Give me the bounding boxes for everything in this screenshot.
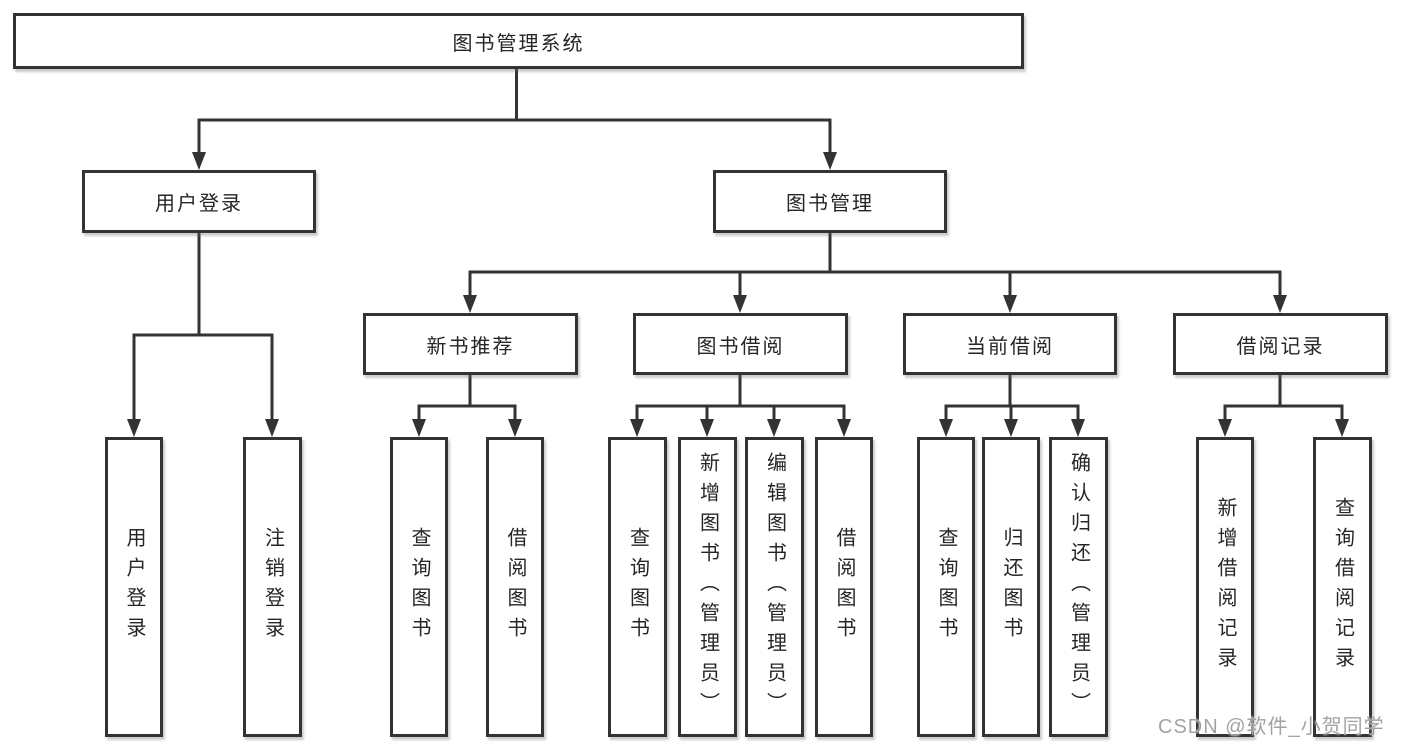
- node-label: 借阅图书: [504, 527, 526, 647]
- leaf-borrow-books: 借阅图书: [815, 437, 873, 737]
- connector-records-to-leaves: [1223, 375, 1344, 423]
- arrowhead-icon: [733, 295, 747, 313]
- node-user-login: 用户登录: [82, 170, 316, 233]
- leaf-query-books-recommend: 查询图书: [390, 437, 448, 737]
- arrowhead-icon: [1003, 295, 1017, 313]
- leaf-logout: 注销登录: [243, 437, 302, 737]
- node-label: 图书管理: [786, 193, 874, 215]
- node-label: 新书推荐: [426, 335, 515, 358]
- node-label: 新增图书（管理员）: [696, 452, 719, 722]
- node-label: 确认归还（管理员）: [1067, 452, 1090, 722]
- arrowhead-icon: [1218, 419, 1232, 437]
- leaf-query-books-current: 查询图书: [917, 437, 975, 737]
- arrowhead-icon: [939, 419, 953, 437]
- csdn-watermark: CSDN @软件_小贺同学: [1158, 716, 1385, 738]
- leaf-confirm-return-admin: 确认归还（管理员）: [1049, 437, 1108, 737]
- leaf-add-borrow-record: 新增借阅记录: [1196, 437, 1254, 737]
- node-label: 图书管理系统: [452, 32, 585, 55]
- connector-newbook-to-leaves: [417, 375, 517, 423]
- node-new-book-recommend: 新书推荐: [363, 313, 578, 375]
- connector-current-to-leaves: [944, 375, 1080, 423]
- arrowhead-icon: [508, 419, 522, 437]
- leaf-borrow-books-recommend: 借阅图书: [486, 437, 544, 737]
- connector-root-to-level2: [197, 69, 832, 156]
- arrowhead-icon: [1335, 419, 1349, 437]
- arrowhead-icon: [700, 419, 714, 437]
- node-borrowing-records: 借阅记录: [1173, 313, 1388, 375]
- arrowhead-icon: [823, 152, 837, 170]
- node-label: 借阅图书: [833, 527, 855, 647]
- arrowhead-icon: [192, 152, 206, 170]
- arrowhead-icon: [127, 419, 141, 437]
- arrowhead-icon: [265, 419, 279, 437]
- node-label: 查询图书: [935, 527, 957, 647]
- arrowhead-icon: [630, 419, 644, 437]
- leaf-edit-books-admin: 编辑图书（管理员）: [745, 437, 804, 737]
- node-label: 查询图书: [626, 527, 649, 647]
- node-label: 用户登录: [155, 193, 243, 215]
- connector-bookmgmt-to-level3: [468, 233, 1282, 299]
- leaf-query-borrow-record: 查询借阅记录: [1313, 437, 1372, 737]
- arrowhead-icon: [1004, 419, 1018, 437]
- node-label: 查询图书: [408, 527, 430, 647]
- arrowhead-icon: [837, 419, 851, 437]
- node-label: 借阅记录: [1236, 335, 1325, 358]
- node-label: 用户登录: [123, 527, 145, 647]
- leaf-return-books: 归还图书: [982, 437, 1040, 737]
- node-book-management: 图书管理: [713, 170, 947, 233]
- connector-userlogin-to-leaves: [132, 233, 274, 425]
- node-label: 注销登录: [261, 527, 284, 647]
- node-current-borrowing: 当前借阅: [903, 313, 1117, 375]
- arrowhead-icon: [412, 419, 426, 437]
- node-book-borrowing: 图书借阅: [633, 313, 848, 375]
- connector-borrowing-to-leaves: [635, 375, 846, 423]
- node-label: 编辑图书（管理员）: [763, 452, 786, 722]
- node-label: 新增借阅记录: [1214, 497, 1236, 677]
- node-label: 图书借阅: [696, 335, 785, 358]
- arrowhead-icon: [767, 419, 781, 437]
- node-label: 当前借阅: [966, 335, 1054, 358]
- arrowhead-icon: [463, 295, 477, 313]
- leaf-add-books-admin: 新增图书（管理员）: [678, 437, 737, 737]
- node-label: 归还图书: [1000, 527, 1022, 647]
- leaf-query-books-borrowing: 查询图书: [608, 437, 667, 737]
- node-label: 查询借阅记录: [1331, 497, 1354, 677]
- leaf-user-login: 用户登录: [105, 437, 163, 737]
- node-library-management-system: 图书管理系统: [13, 13, 1024, 69]
- arrowhead-icon: [1273, 295, 1287, 313]
- arrowhead-icon: [1071, 419, 1085, 437]
